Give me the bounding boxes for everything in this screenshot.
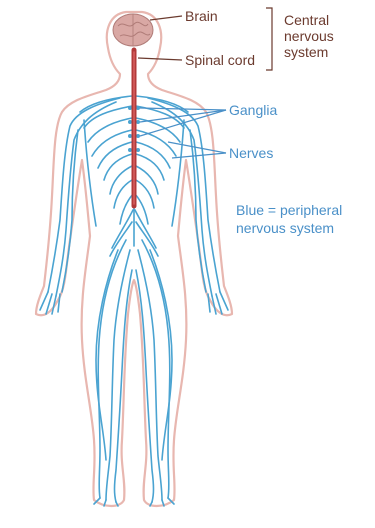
ganglion [128, 134, 132, 138]
ganglion [128, 106, 132, 110]
key-label-line: Blue = peripheral [236, 201, 342, 219]
ganglion [128, 148, 132, 152]
torso-nerve [172, 120, 184, 226]
right-arm-nerve [190, 130, 206, 292]
central-nervous-system-label: Central nervous system [284, 12, 374, 60]
cns-label-line: nervous [284, 28, 374, 44]
nerves-label: Nerves [229, 145, 273, 161]
intercostal-nerve [120, 194, 133, 224]
left-leg-nerve [106, 250, 130, 500]
ganglion [136, 134, 140, 138]
left-arm-nerve [62, 130, 78, 292]
cns-label-line: system [284, 44, 374, 60]
ganglion [128, 120, 132, 124]
right-hand-nerve [208, 294, 210, 312]
intercostal-nerve [135, 194, 148, 224]
spinal-cord-leader-line [138, 58, 182, 60]
brain [113, 14, 153, 46]
peripheral-key-label: Blue = peripheral nervous system [236, 201, 342, 237]
cns-label-line: Central [284, 12, 374, 28]
ganglion [136, 106, 140, 110]
leader-lines [138, 8, 272, 158]
key-label-line: nervous system [236, 219, 342, 237]
intercostal-nerve [136, 180, 154, 208]
spinal-cord-label: Spinal cord [185, 52, 255, 68]
nerves-leader-line [172, 153, 226, 158]
intercostal-nerve [114, 180, 132, 208]
ganglion [136, 120, 140, 124]
torso-nerve [84, 120, 96, 226]
left-hand-nerve [58, 294, 60, 312]
ganglion [136, 148, 140, 152]
right-leg-nerve [138, 250, 162, 500]
cns-bracket [266, 8, 272, 70]
nerves-leader-line [168, 142, 226, 153]
ganglia-label: Ganglia [229, 102, 277, 118]
brain-label: Brain [185, 8, 218, 24]
